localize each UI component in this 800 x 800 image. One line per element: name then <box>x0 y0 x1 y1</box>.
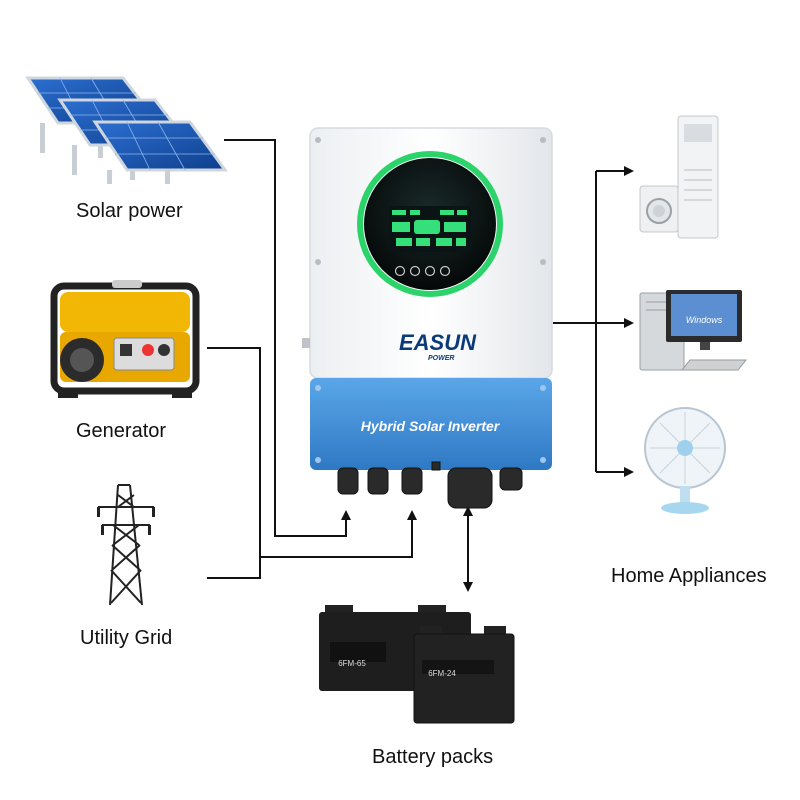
solar-to-inverter-line <box>224 139 351 537</box>
generator-label: Generator <box>76 420 167 442</box>
computer-icon: Windows <box>639 290 748 371</box>
solar-panel-icon <box>25 76 228 184</box>
home-appliances-label: Home Appliances <box>611 565 767 587</box>
generator-icon <box>50 280 200 398</box>
grid-to-inverter-line <box>207 557 261 579</box>
air-conditioner-icon <box>639 115 719 239</box>
lcd-display <box>389 206 471 252</box>
power-tower-icon <box>97 484 155 606</box>
fan-icon <box>644 407 726 514</box>
computer-screen-text: Windows <box>686 315 723 325</box>
battery-model-1: 6FM-65 <box>338 659 366 668</box>
cable-glands <box>337 461 523 509</box>
display-ring <box>357 151 503 297</box>
battery-icon: 6FM-24 <box>413 626 515 724</box>
battery-model-2: 6FM-24 <box>428 669 456 678</box>
connector-lines <box>207 139 634 592</box>
battery-packs-label: Battery packs <box>372 746 494 768</box>
battery-pack-group: 6FM-65 6FM-24 <box>319 605 515 724</box>
down-button[interactable] <box>424 265 436 277</box>
inverter-control-buttons[interactable] <box>394 265 451 277</box>
brand-name: EASUN <box>399 330 477 355</box>
easun-logo: EASUN POWER <box>399 330 477 362</box>
inverter-blue-panel <box>310 378 552 470</box>
solar-power-label: Solar power <box>76 200 183 222</box>
menu-button[interactable] <box>394 265 406 277</box>
hybrid-inverter: EASUN POWER Hybrid Solar Inverter <box>302 127 553 509</box>
up-button[interactable] <box>409 265 421 277</box>
enter-button[interactable] <box>439 265 451 277</box>
product-label: Hybrid Solar Inverter <box>361 418 501 434</box>
brand-subtitle: POWER <box>428 355 454 362</box>
utility-grid-label: Utility Grid <box>80 627 173 649</box>
